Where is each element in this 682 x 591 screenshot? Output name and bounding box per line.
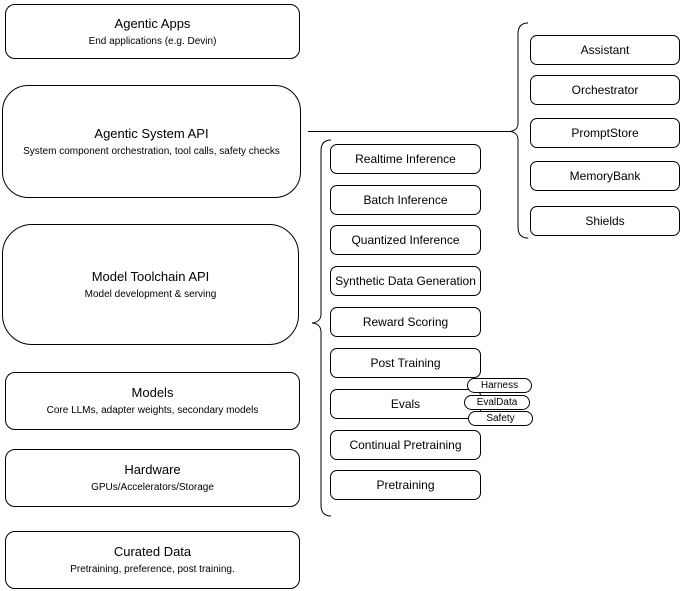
node-assistant: Assistant xyxy=(530,35,680,65)
node-title: Models xyxy=(131,385,174,400)
node-label: MemoryBank xyxy=(569,169,641,183)
node-quantized-inference: Quantized Inference xyxy=(330,225,481,255)
pill-label: Safety xyxy=(486,413,515,424)
node-reward-scoring: Reward Scoring xyxy=(330,307,481,337)
node-subtitle: End applications (e.g. Devin) xyxy=(88,35,217,47)
pill-label: Harness xyxy=(480,380,519,391)
node-subtitle: GPUs/Accelerators/Storage xyxy=(91,482,214,493)
node-model-toolchain-api: Model Toolchain API Model development & … xyxy=(2,224,299,345)
node-label: Batch Inference xyxy=(363,193,448,207)
node-evals: Evals xyxy=(330,389,481,419)
node-title: Agentic System API xyxy=(94,125,209,141)
node-label: Evals xyxy=(390,397,421,411)
node-label: Reward Scoring xyxy=(362,315,449,329)
node-subtitle: System component orchestration, tool cal… xyxy=(23,145,280,157)
node-orchestrator: Orchestrator xyxy=(530,75,680,105)
node-shields: Shields xyxy=(530,206,680,236)
node-title: Model Toolchain API xyxy=(91,268,210,284)
node-agentic-system-api: Agentic System API System component orch… xyxy=(2,85,301,198)
node-memorybank: MemoryBank xyxy=(530,161,680,191)
node-pretraining: Pretraining xyxy=(330,470,481,500)
node-label: PromptStore xyxy=(571,126,639,140)
node-label: Quantized Inference xyxy=(351,233,460,247)
node-synthetic-data-generation: Synthetic Data Generation xyxy=(330,266,481,296)
pill-label: EvalData xyxy=(476,397,518,408)
node-promptstore: PromptStore xyxy=(530,118,680,148)
node-subtitle: Model development & serving xyxy=(84,288,217,300)
node-subtitle: Core LLMs, adapter weights, secondary mo… xyxy=(46,405,259,416)
node-title: Hardware xyxy=(124,462,181,477)
node-label: Assistant xyxy=(580,43,630,57)
node-batch-inference: Batch Inference xyxy=(330,185,481,215)
node-label: Pretraining xyxy=(376,478,435,492)
system-components-brace xyxy=(509,22,529,239)
node-label: Shields xyxy=(585,214,625,228)
node-agentic-apps: Agentic Apps End applications (e.g. Devi… xyxy=(5,4,300,59)
toolchain-brace xyxy=(311,139,332,517)
pill-safety: Safety xyxy=(468,411,533,426)
pill-evaldata: EvalData xyxy=(464,395,530,410)
node-models: Models Core LLMs, adapter weights, secon… xyxy=(5,372,300,430)
node-label: Post Training xyxy=(370,356,441,370)
node-title: Curated Data xyxy=(113,544,192,559)
node-label: Continual Pretraining xyxy=(349,438,462,452)
node-curated-data: Curated Data Pretraining, preference, po… xyxy=(5,531,300,589)
node-realtime-inference: Realtime Inference xyxy=(330,144,481,174)
node-continual-pretraining: Continual Pretraining xyxy=(330,430,481,460)
node-label: Orchestrator xyxy=(571,83,639,97)
node-post-training: Post Training xyxy=(330,348,481,378)
node-hardware: Hardware GPUs/Accelerators/Storage xyxy=(5,449,300,507)
node-subtitle: Pretraining, preference, post training. xyxy=(70,564,235,575)
node-label: Realtime Inference xyxy=(355,152,456,166)
node-title: Agentic Apps xyxy=(114,15,191,31)
pill-harness: Harness xyxy=(467,378,532,393)
node-label: Synthetic Data Generation xyxy=(335,274,476,288)
